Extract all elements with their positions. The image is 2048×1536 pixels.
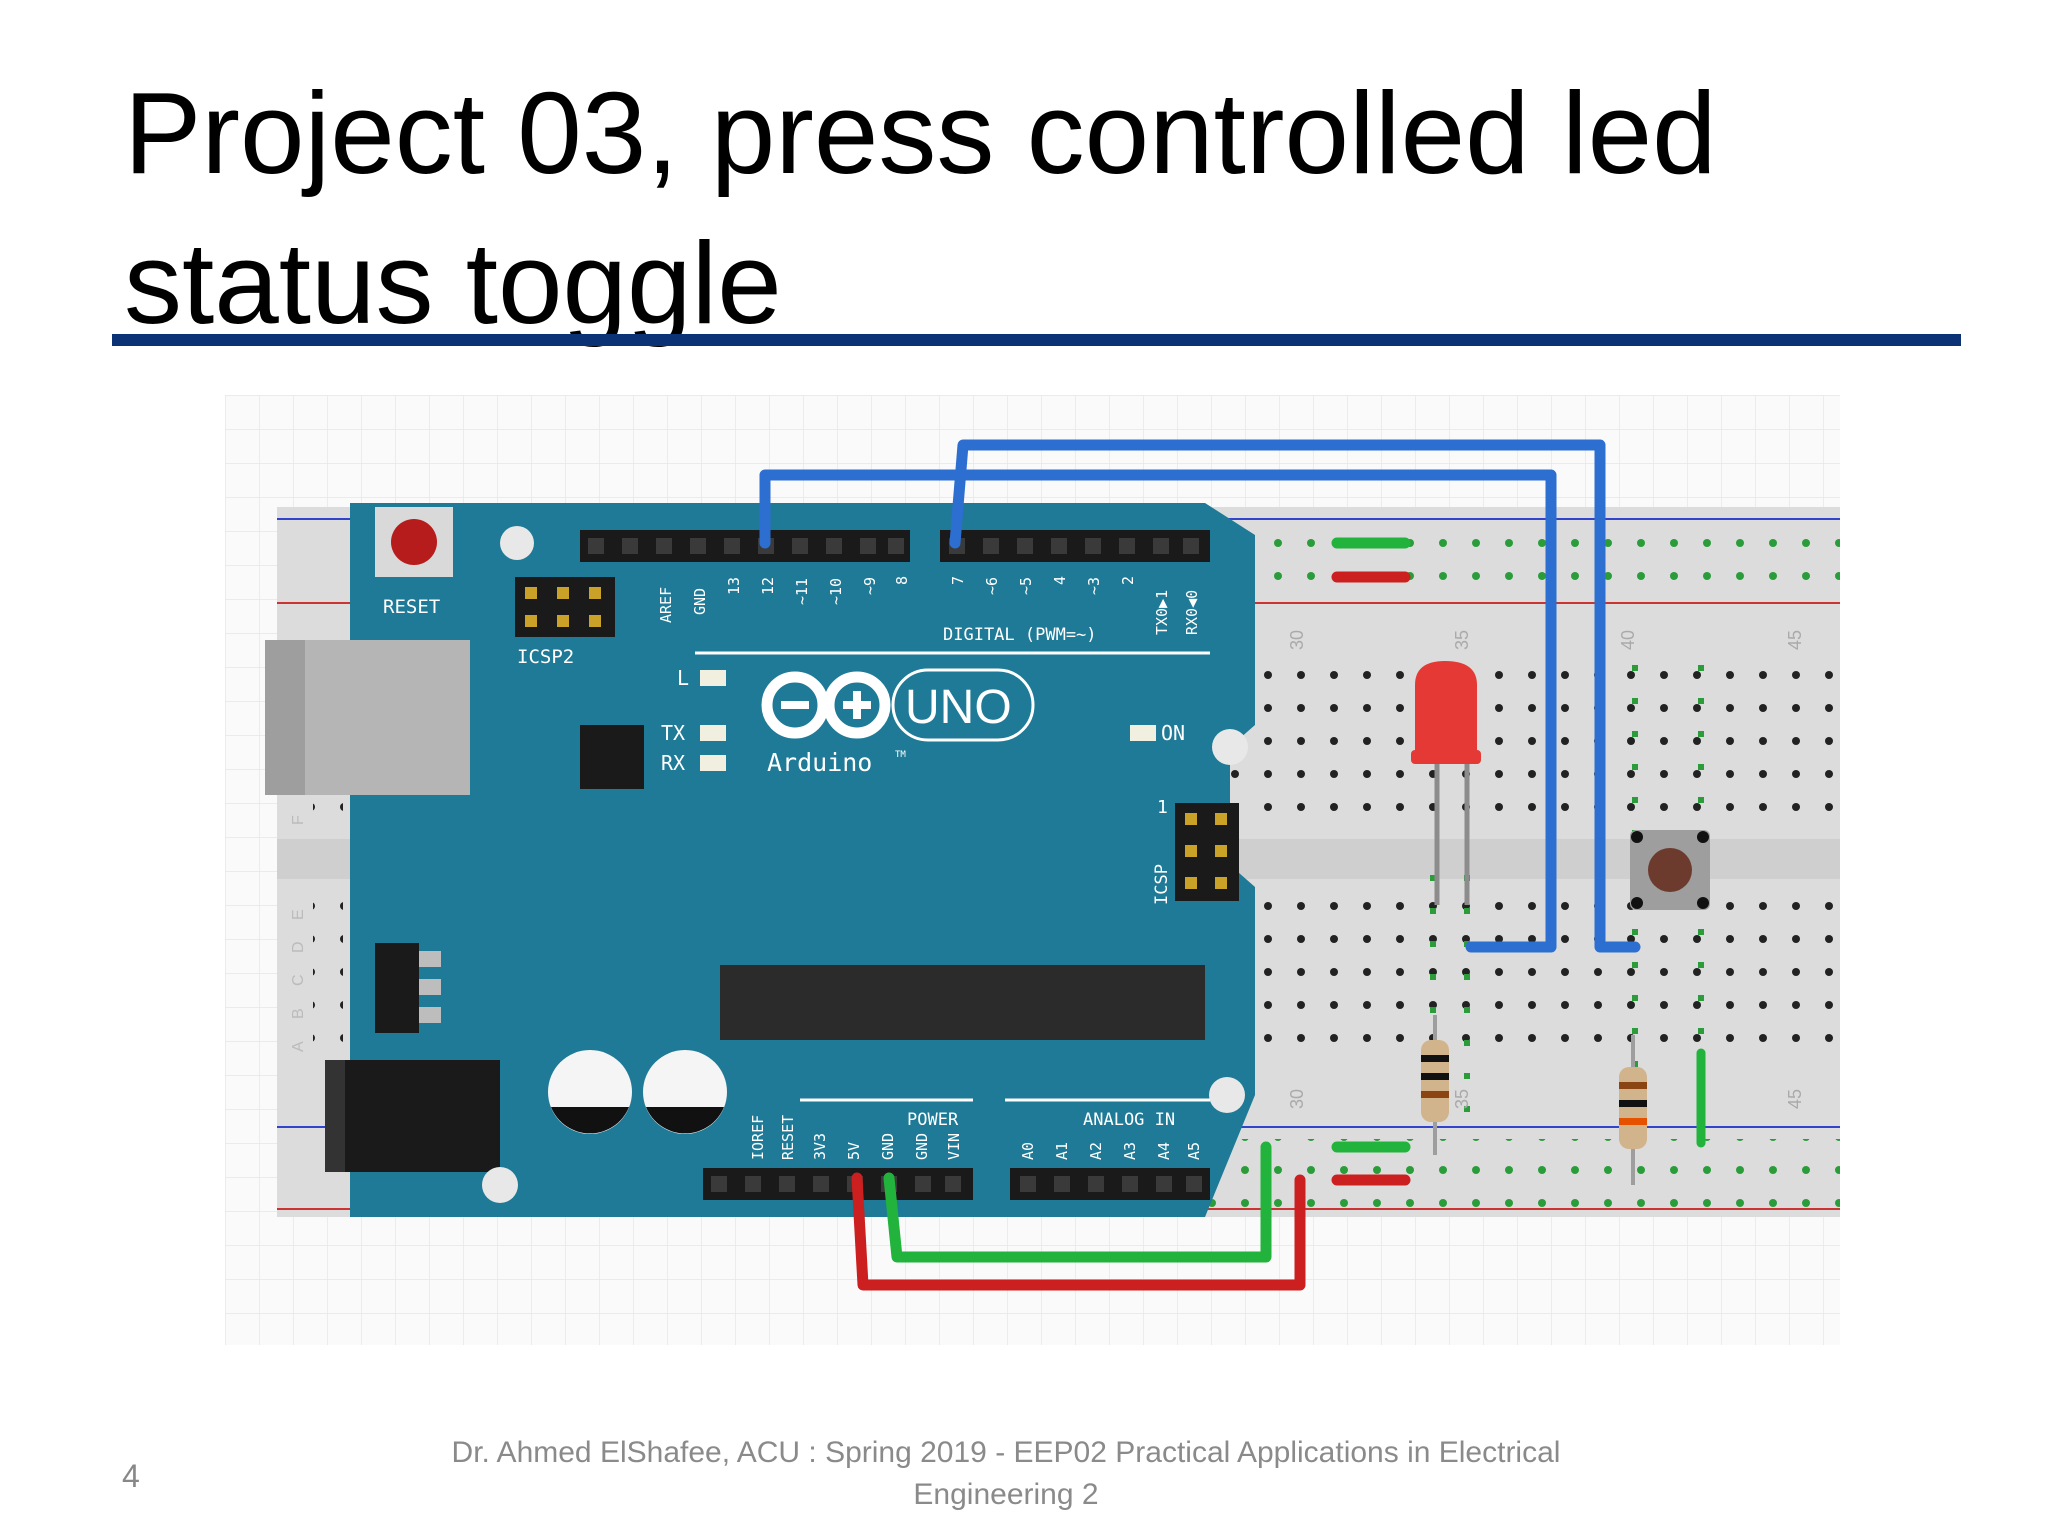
capacitor-1 xyxy=(548,1050,632,1134)
pin-label-2: 2 xyxy=(1119,576,1137,585)
led-rx-label: RX xyxy=(661,751,685,775)
row-label-c: C xyxy=(290,974,307,986)
column-label-30: 30 xyxy=(1287,630,1307,650)
pin-label-13: 13 xyxy=(725,577,743,595)
on-label: ON xyxy=(1161,721,1185,745)
pin-label-9: ~9 xyxy=(861,577,879,595)
red-led xyxy=(1411,661,1481,905)
atmega-chip xyxy=(720,965,1205,1040)
led-l xyxy=(700,670,726,686)
icsp-label: ICSP xyxy=(1152,864,1172,905)
pin-label-11: ~11 xyxy=(793,578,811,605)
dc-power-jack xyxy=(325,1060,500,1172)
column-label-45: 45 xyxy=(1785,630,1805,650)
row-label-d: D xyxy=(290,941,307,953)
wire-pin7-to-button xyxy=(949,439,1641,953)
pin-label-7: 7 xyxy=(949,576,967,585)
column-label-45-bottom: 45 xyxy=(1785,1089,1805,1109)
arduino-uno-board: RESET ICSP2 xyxy=(265,503,1255,1217)
trademark-label: TM xyxy=(895,750,906,760)
wire-ground-to-rail xyxy=(883,1141,1272,1263)
pin-label-12: 12 xyxy=(759,577,777,595)
pin-label-3: ~3 xyxy=(1085,577,1103,595)
column-label-35-bottom: 35 xyxy=(1452,1089,1472,1109)
led-tx-label: TX xyxy=(661,721,685,745)
power-header xyxy=(703,1168,973,1200)
pin-label-a3: A3 xyxy=(1121,1142,1139,1160)
usb-chip xyxy=(580,725,644,789)
pin-label-a2: A2 xyxy=(1087,1142,1105,1160)
voltage-regulator xyxy=(375,943,441,1033)
pin-label-a4: A4 xyxy=(1155,1142,1173,1160)
wire-5v-to-rail xyxy=(851,1172,1306,1291)
icsp-header xyxy=(1175,803,1239,901)
wire-pin12-to-led xyxy=(759,469,1557,953)
pin-label-aref: AREF xyxy=(657,587,675,623)
led-tx xyxy=(700,725,726,741)
row-label-f: F xyxy=(290,815,307,825)
page-number: 4 xyxy=(122,1458,140,1494)
pin-label-reset: RESET xyxy=(779,1115,797,1160)
pin-label-4: 4 xyxy=(1051,576,1069,585)
slide-title: Project 03, press controlled led status … xyxy=(124,58,1944,358)
circuit-diagram: 30 35 40 45 30 35 45 F E D C B A RESET xyxy=(225,395,1840,1345)
footer-line-2: Engineering 2 xyxy=(913,1478,1099,1511)
led-rx xyxy=(700,755,726,771)
pin-label-a0: A0 xyxy=(1019,1142,1037,1160)
arduino-logo xyxy=(761,668,1035,742)
digital-pwm-label: DIGITAL (PWM=~) xyxy=(943,625,1097,645)
icsp-pin1-label: 1 xyxy=(1157,797,1168,818)
push-button xyxy=(1630,830,1710,910)
uno-label: UNO xyxy=(905,681,1012,734)
pin-label-8: 8 xyxy=(893,576,911,585)
resistor-1 xyxy=(1421,1015,1449,1155)
title-underline xyxy=(112,334,1961,346)
reset-label: RESET xyxy=(383,596,440,618)
pin-label-rx0: RX0◀0 xyxy=(1183,590,1201,635)
led-l-label: L xyxy=(677,666,689,690)
pin-label-10: ~10 xyxy=(827,578,845,605)
footer-credit: Dr. Ahmed ElShafee, ACU : Spring 2019 - … xyxy=(400,1432,1612,1516)
row-label-e: E xyxy=(290,909,307,920)
pin-label-a1: A1 xyxy=(1053,1142,1071,1160)
icsp2-label: ICSP2 xyxy=(517,646,574,668)
pin-label-gnd-1: GND xyxy=(879,1133,897,1160)
resistor-2 xyxy=(1619,1035,1647,1185)
reset-button xyxy=(375,507,453,577)
title-line-2: status toggle xyxy=(124,218,782,348)
capacitor-2 xyxy=(643,1050,727,1134)
icsp2-header xyxy=(515,577,615,637)
pin-label-5v: 5V xyxy=(845,1142,863,1160)
analog-header xyxy=(1010,1168,1210,1200)
pin-label-6: ~6 xyxy=(983,577,1001,595)
column-label-35: 35 xyxy=(1452,630,1472,650)
pin-label-3v3: 3V3 xyxy=(811,1133,829,1160)
pin-label-tx0: TX0▶1 xyxy=(1153,590,1171,635)
digital-header-right xyxy=(940,530,1210,562)
pin-label-gnd-2: GND xyxy=(913,1133,931,1160)
column-label-40: 40 xyxy=(1618,630,1638,650)
column-label-30-bottom: 30 xyxy=(1287,1089,1307,1109)
pin-label-ioref: IOREF xyxy=(749,1115,767,1160)
pin-label-gnd-top: GND xyxy=(691,588,709,615)
row-label-b: B xyxy=(290,1008,307,1019)
power-on-led xyxy=(1130,725,1156,741)
footer-line-1: Dr. Ahmed ElShafee, ACU : Spring 2019 - … xyxy=(451,1436,1561,1469)
pin-label-5: ~5 xyxy=(1017,577,1035,595)
row-label-a: A xyxy=(290,1041,307,1052)
title-line-1: Project 03, press controlled led xyxy=(124,68,1717,198)
brand-label: Arduino xyxy=(767,748,872,777)
pin-label-a5: A5 xyxy=(1185,1142,1203,1160)
analog-in-label: ANALOG IN xyxy=(1083,1110,1175,1130)
power-label: POWER xyxy=(907,1110,959,1130)
pin-label-vin: VIN xyxy=(945,1133,963,1160)
